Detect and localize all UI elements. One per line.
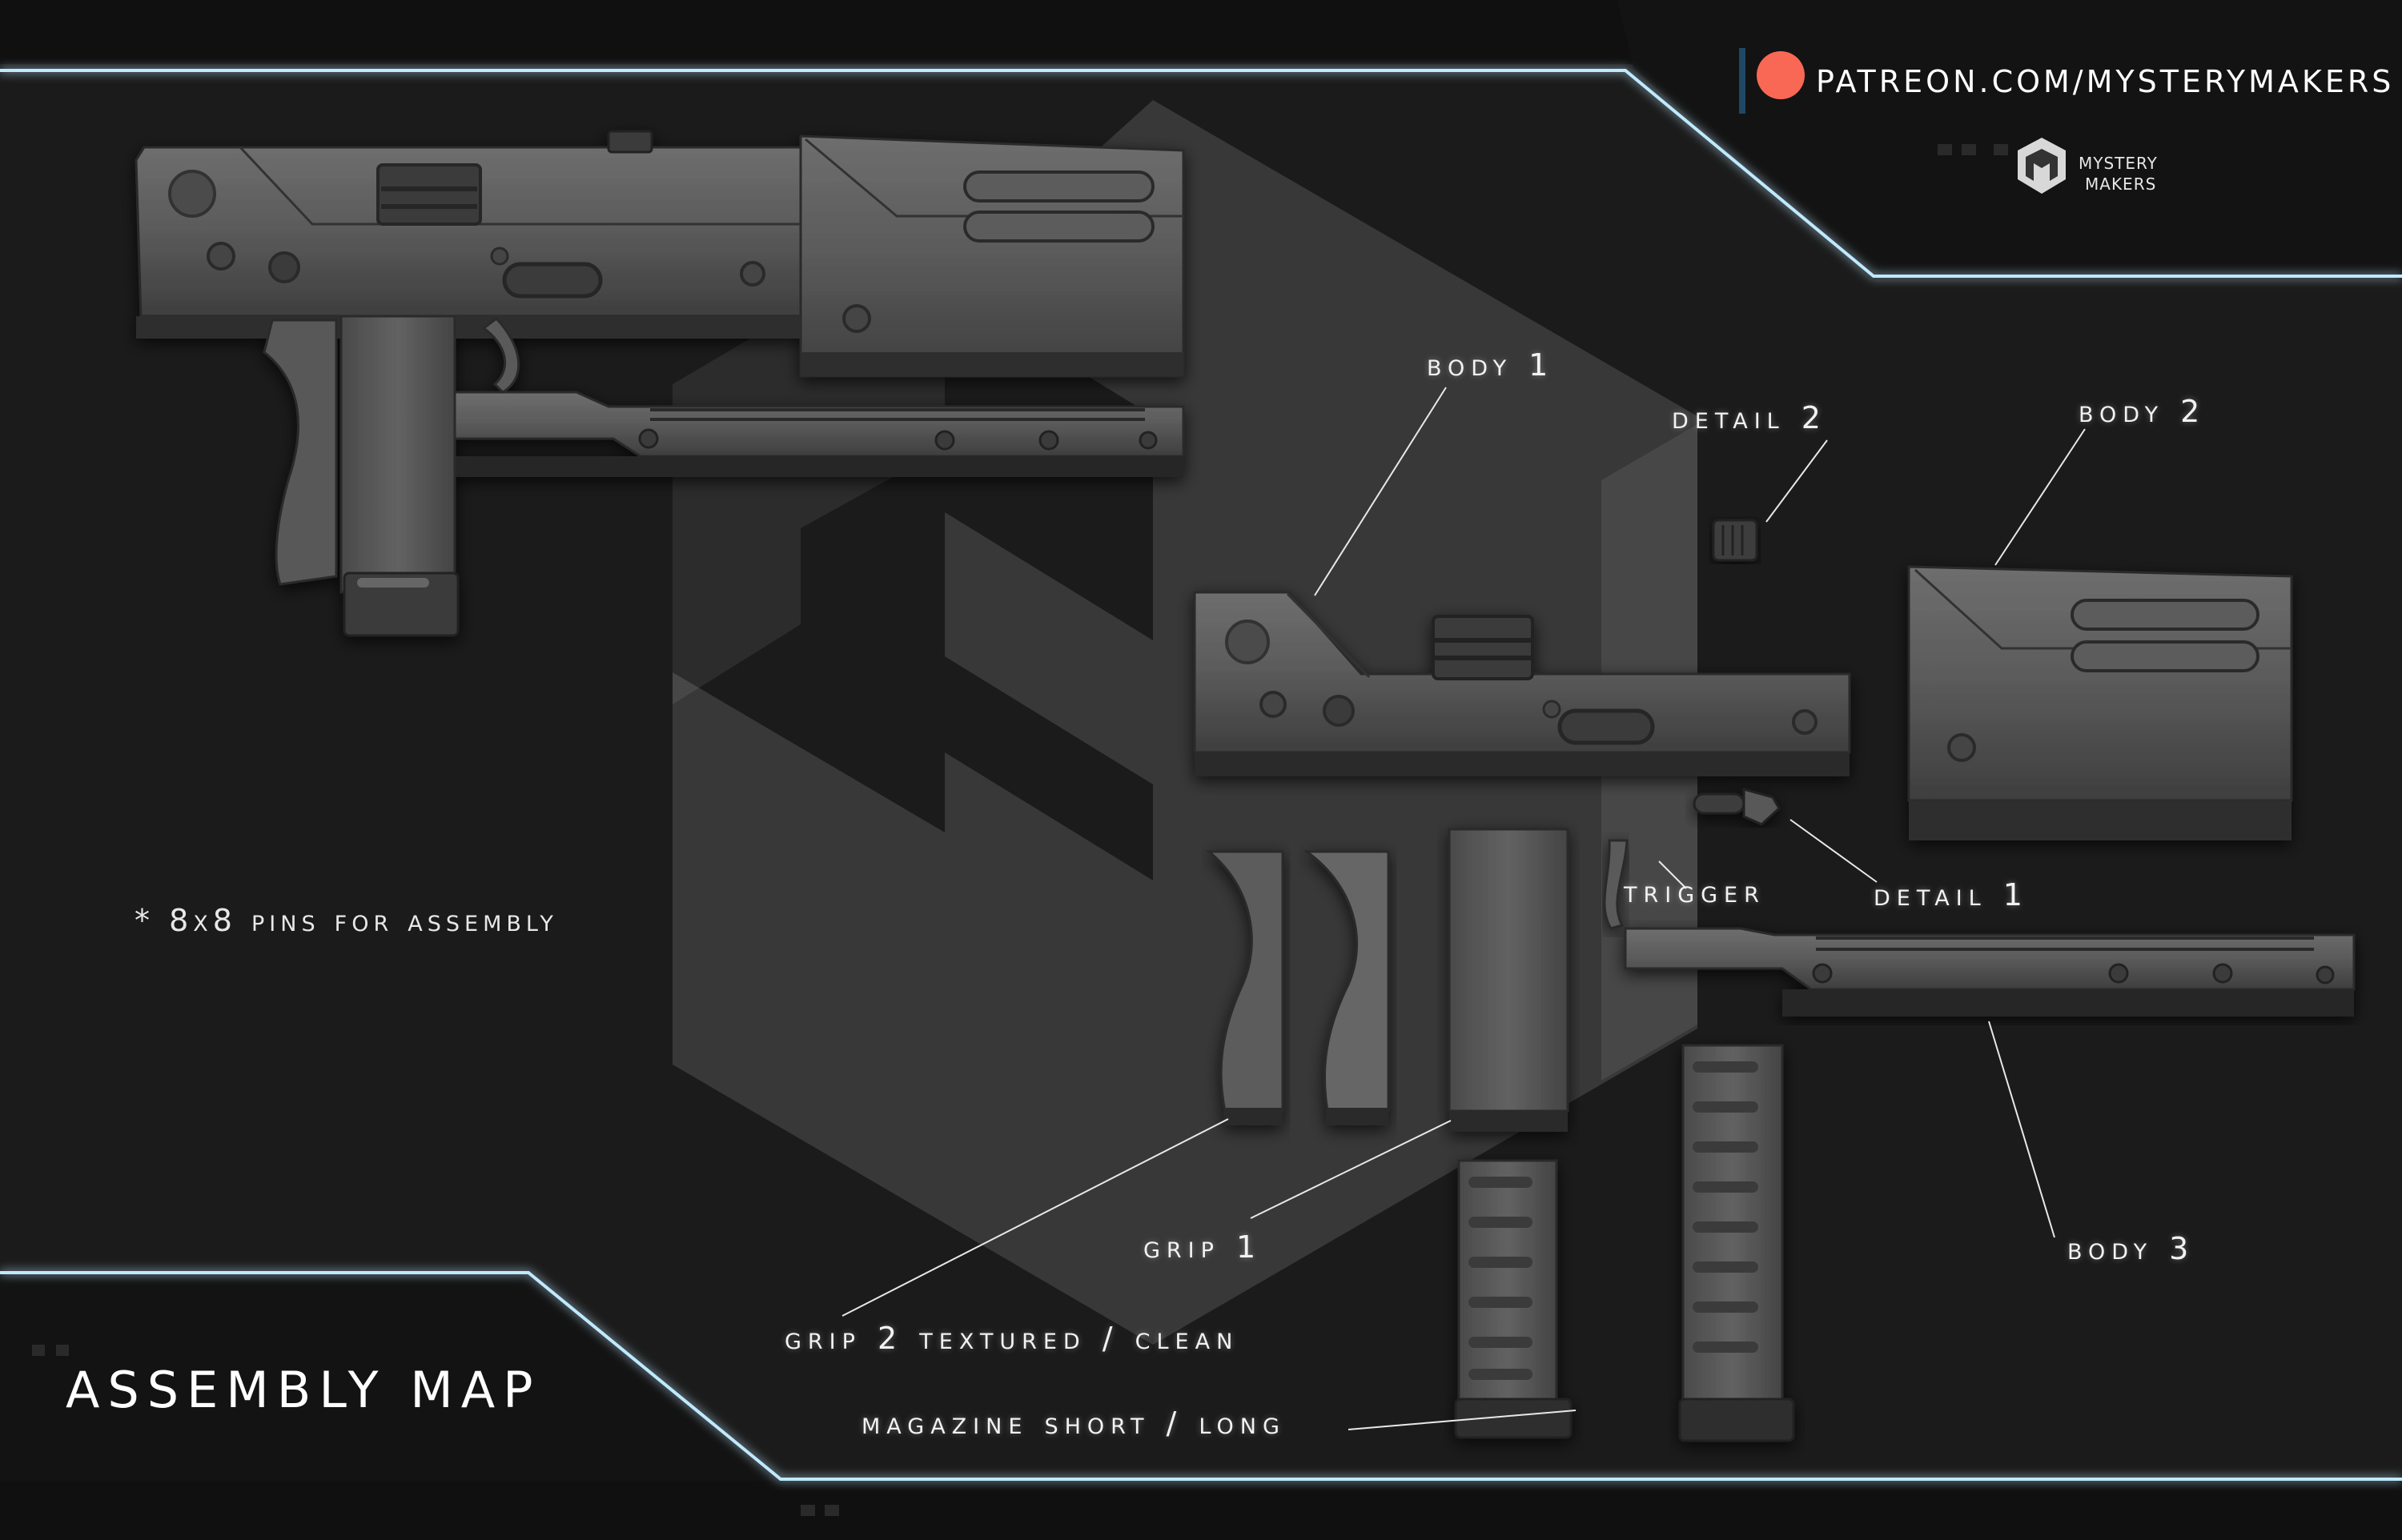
part-body-3 [1624,927,2356,1017]
part-trigger [1603,839,1629,930]
watermark-logo-icon [673,100,1697,1345]
part-grip-2-textured [1205,850,1284,1125]
assembly-note: * 8x8 pins for assembly [135,903,558,938]
label-trigger: trigger [1624,874,1765,909]
patreon-bar [1739,48,1745,114]
label-magazine: magazine short / long [862,1406,1286,1441]
patreon-url-link[interactable]: PATREON.COM/MYSTERYMAKERS [1816,64,2395,99]
part-magazine-long [1678,1044,1795,1442]
label-grip-1: grip 1 [1143,1229,1263,1265]
label-body-3: body 3 [2067,1231,2195,1266]
leader-lines [842,387,2086,1430]
part-detail-1 [1693,788,1781,826]
label-body-1: body 1 [1427,347,1555,383]
part-grip-2-clean [1303,850,1390,1125]
page-title: ASSEMBLY MAP [66,1361,541,1419]
part-body-1 [1193,591,1851,776]
part-grip-1 [1448,828,1569,1132]
part-magazine-short [1454,1159,1573,1439]
label-detail-2: detail 2 [1672,400,1827,435]
label-grip-2: grip 2 textured / clean [785,1321,1239,1356]
part-body-2 [1907,565,2293,840]
assembled-gun [135,130,1185,637]
patreon-logo-icon[interactable] [1757,51,1805,99]
frame-lines [0,69,2402,1481]
label-body-2: body 2 [2079,394,2207,429]
label-detail-1: detail 1 [1874,877,2029,912]
brand-name-line2: MAKERS [2085,174,2157,194]
brand-name-line1: MYSTERY [2079,154,2158,173]
mystery-makers-logo-icon [2018,138,2066,194]
part-detail-2 [1712,519,1758,562]
